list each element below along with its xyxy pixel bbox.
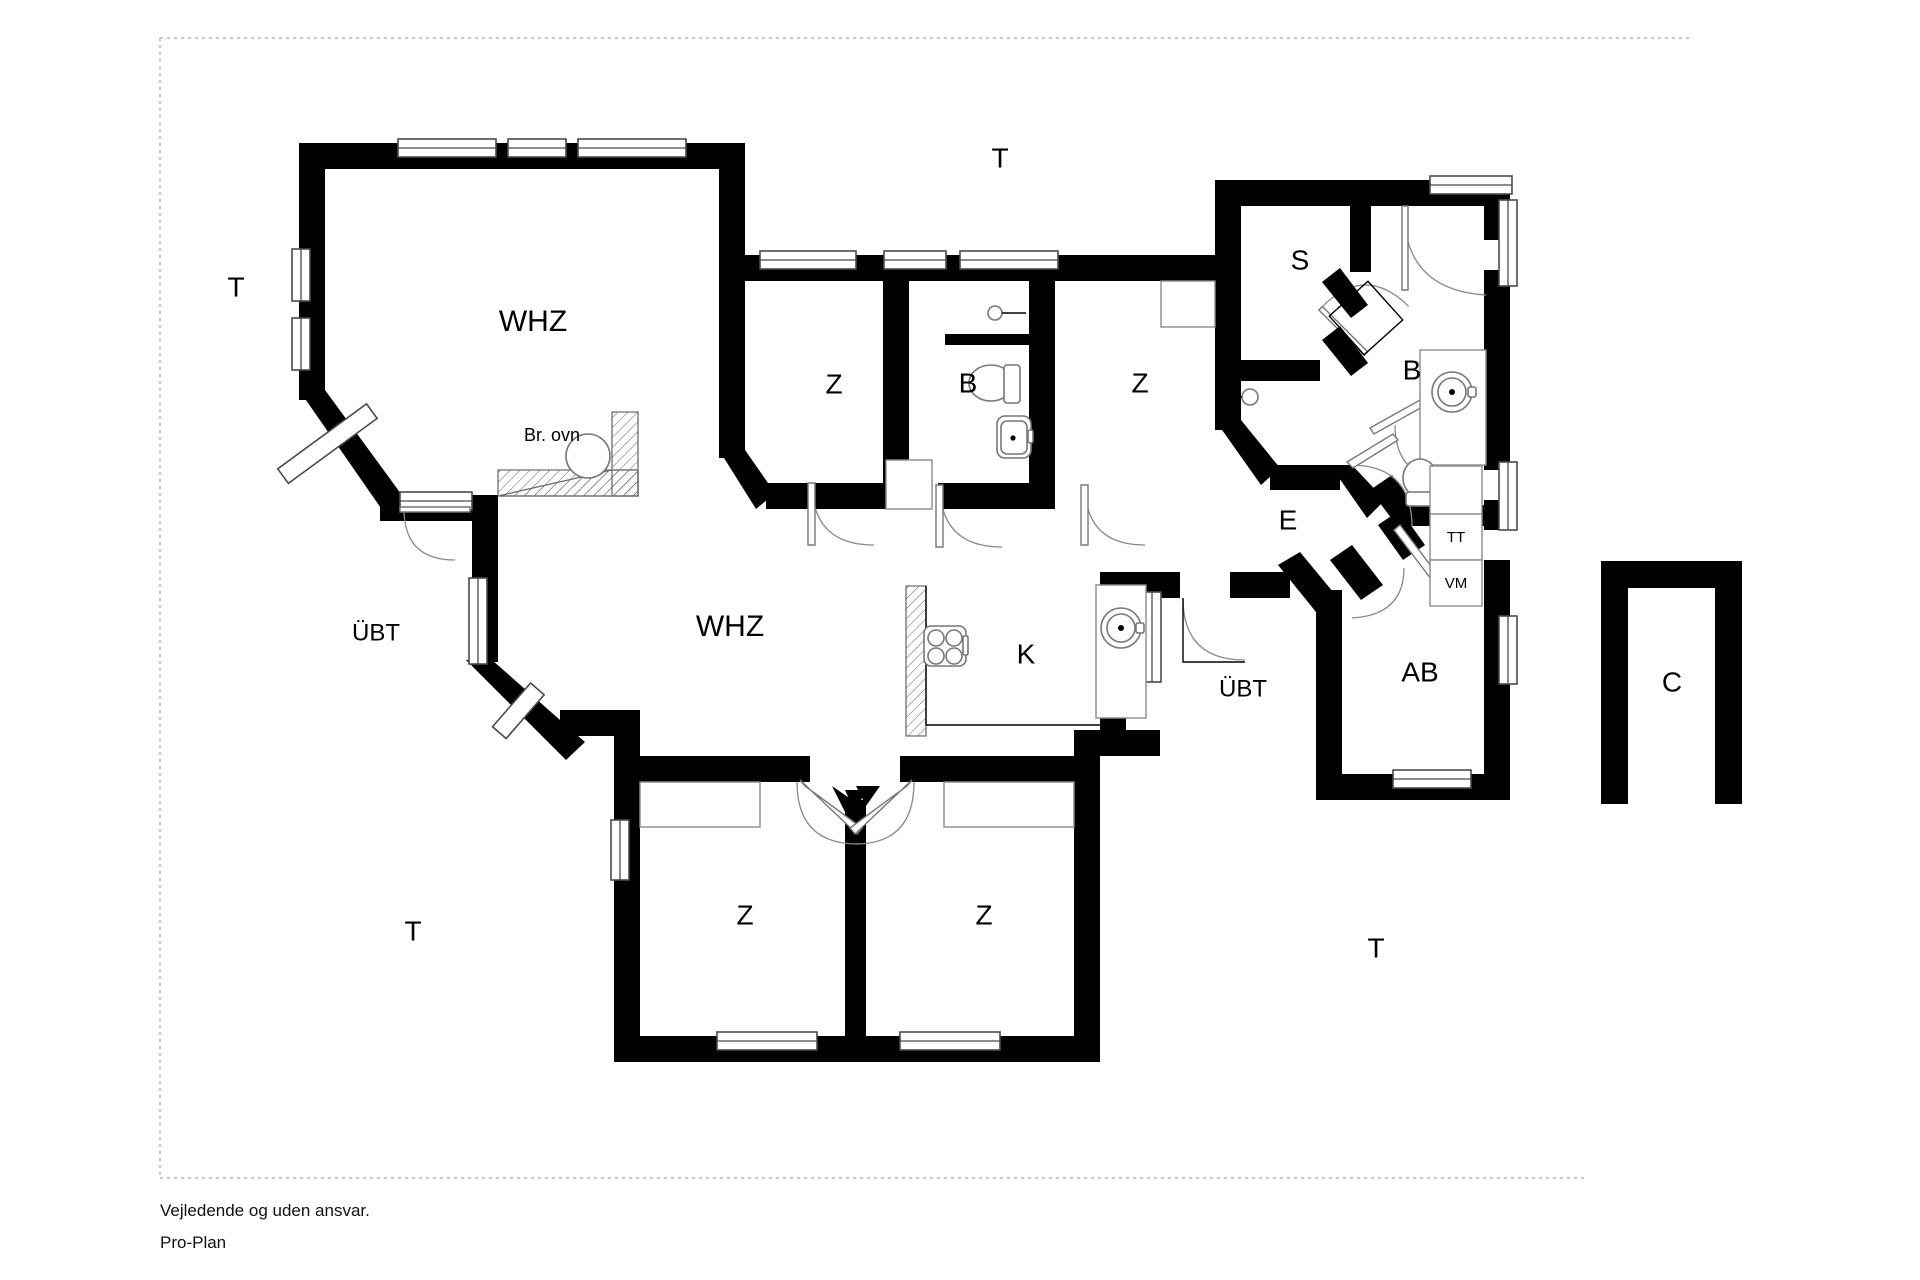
- label-b-mid: B: [959, 367, 978, 398]
- page-border: [159, 37, 1692, 1179]
- carport-walls: [1601, 561, 1742, 804]
- label-z-bot-right: Z: [975, 899, 992, 930]
- label-ubt-right: ÜBT: [1219, 675, 1267, 702]
- label-z-bot-left: Z: [736, 899, 753, 930]
- fixtures: TT VM: [497, 280, 1487, 828]
- label-s: S: [1291, 244, 1310, 275]
- caption-line-1: Vejledende og uden ansvar.: [160, 1201, 370, 1220]
- label-whz-lower: WHZ: [696, 610, 764, 643]
- window-mullions: [300, 147, 1512, 1042]
- caption-block: Vejledende og uden ansvar. Pro-Plan: [160, 1201, 370, 1252]
- label-ubt-left: ÜBT: [352, 619, 400, 646]
- label-t-left: T: [227, 271, 244, 302]
- label-z-top-mid: Z: [1131, 367, 1148, 398]
- terrace-markers: T T T T: [227, 142, 1384, 963]
- label-tt: TT: [1447, 529, 1465, 546]
- label-k: K: [1017, 638, 1036, 669]
- label-carport: C: [1662, 666, 1682, 697]
- label-t-bottom-right: T: [1367, 932, 1384, 963]
- label-ab: AB: [1401, 656, 1438, 687]
- caption-line-2: Pro-Plan: [160, 1233, 226, 1252]
- label-z-top-left: Z: [825, 368, 842, 399]
- label-whz-upper: WHZ: [499, 305, 567, 338]
- label-e: E: [1279, 504, 1298, 535]
- label-t-bottom-left: T: [404, 915, 421, 946]
- label-vm: VM: [1445, 575, 1468, 592]
- doors: [399, 205, 1487, 845]
- label-stove: Br. ovn: [524, 425, 580, 445]
- label-t-top: T: [991, 142, 1008, 173]
- room-labels: WHZ Br. ovn WHZ Z B Z S B E AB ÜBT ÜBT K…: [352, 244, 1682, 930]
- label-b-right: B: [1403, 354, 1422, 385]
